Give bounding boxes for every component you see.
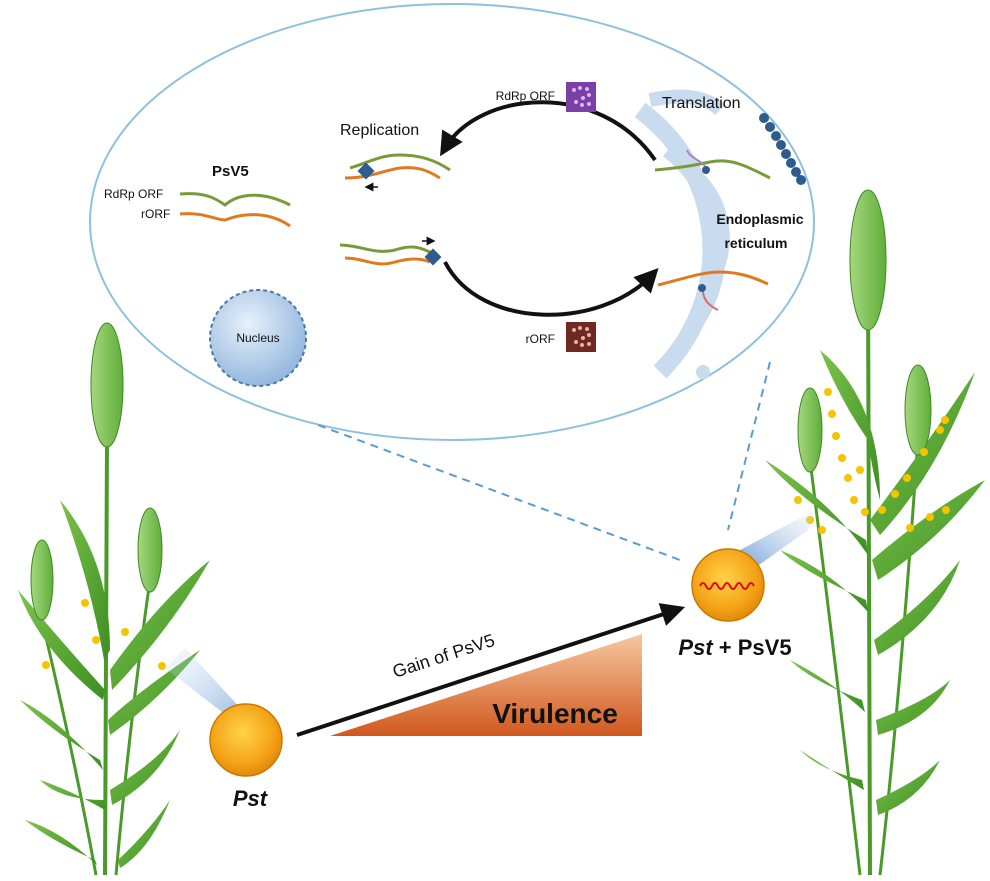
zoom-line-left <box>317 424 681 561</box>
ribosome-chain <box>759 113 806 185</box>
gain-arrow <box>296 603 686 737</box>
zoom-line-right <box>727 361 771 531</box>
endoplasmic-reticulum <box>634 89 730 379</box>
er-label-line2: reticulum <box>724 235 787 251</box>
viral-rna-squiggle <box>699 582 755 590</box>
top-product-label: RdRp ORF <box>496 89 555 103</box>
replicated-green-bottom <box>339 243 441 260</box>
translating-green-strand <box>654 159 771 180</box>
replicated-green-top <box>349 153 451 172</box>
bottom-product-label: rORF <box>526 332 555 346</box>
nascent-peptide-top <box>686 149 706 167</box>
er-label-line1: Endoplasmic <box>716 211 803 227</box>
translating-orange-strand <box>657 270 769 287</box>
virus-title: PsV5 <box>212 163 249 180</box>
polymerase-top <box>357 162 375 180</box>
ribosome-top <box>702 166 710 174</box>
replication-arrow <box>440 100 657 162</box>
virulence-label: Virulence <box>492 698 618 729</box>
pst-psv5-spore: Pst + PsV5 <box>678 548 792 660</box>
er-bulge <box>696 365 710 379</box>
translation-arrow <box>443 261 659 317</box>
cone-right <box>740 510 815 570</box>
nascent-peptide-bottom <box>702 291 719 311</box>
orf-label-rorf: rORF <box>141 207 170 221</box>
wheat-plant-right <box>765 189 985 876</box>
nucleus: Nucleus <box>209 289 307 387</box>
pst-psv5-label-italic: Pst <box>678 635 714 660</box>
cell-zoom: PsV5 RdRp ORF rORF Nucleus Replication R… <box>89 3 815 441</box>
polymerase-bottom <box>424 248 442 266</box>
rdrp-protein-icon <box>566 82 596 112</box>
rorf-strand <box>179 212 291 228</box>
pst-spore: Pst <box>209 703 283 811</box>
pst-psv5-label: Pst + PsV5 <box>678 635 791 660</box>
replication-label: Replication <box>340 122 419 139</box>
pst-label: Pst <box>233 786 269 811</box>
translation-label: Translation <box>662 95 741 112</box>
wheat-plant-left <box>18 322 210 876</box>
virulence-wedge: Virulence <box>330 634 642 736</box>
rorf-protein-icon <box>566 322 596 352</box>
nucleus-label: Nucleus <box>236 331 279 345</box>
ribosome-bottom <box>698 284 706 292</box>
pst-psv5-label-rest: + PsV5 <box>713 635 792 660</box>
replicated-orange-bottom <box>344 256 431 266</box>
orf-label-rdrp: RdRp ORF <box>104 187 163 201</box>
rdrp-strand <box>179 192 291 207</box>
